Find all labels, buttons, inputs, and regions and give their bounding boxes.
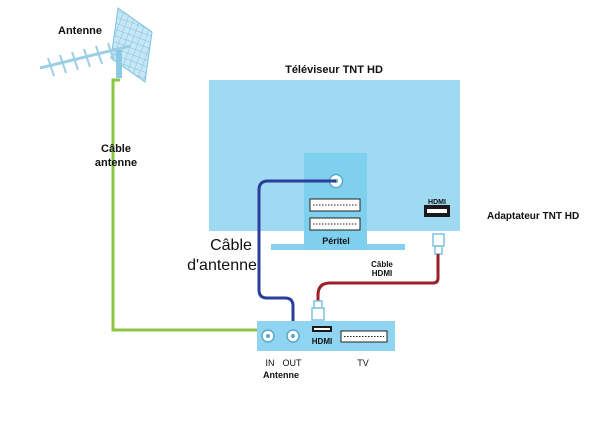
tv-scart-socket-1-icon xyxy=(309,198,361,212)
tv-cable-label-2: d'antenne xyxy=(187,257,257,274)
hdmi-cable xyxy=(316,254,440,305)
hdmi-cable-label-2: HDMI xyxy=(372,269,392,278)
tv-scart-socket-2-icon xyxy=(309,217,361,231)
antenna-cable-label-1: Câble xyxy=(101,143,131,155)
port-out-label: OUT xyxy=(283,358,303,368)
antenna-icon xyxy=(39,7,153,83)
hdmi-plug-bottom-icon xyxy=(311,300,325,321)
antenna-out-socket-icon xyxy=(286,329,300,343)
tv-antenna-cable xyxy=(257,179,336,330)
tv-cable-label-1: Câble xyxy=(210,237,252,254)
tv-hdmi-label: HDMI xyxy=(428,199,446,206)
hdmi-plug-top-icon xyxy=(432,233,445,255)
adapter-title: Adaptateur TNT HD xyxy=(487,211,579,222)
adapter-scart-socket-icon xyxy=(340,330,388,343)
adapter-hdmi-label: HDMI xyxy=(312,337,332,346)
antenna-cable xyxy=(111,78,263,332)
peritel-label: Péritel xyxy=(322,236,350,246)
adapter-hdmi-port-icon xyxy=(312,326,332,332)
tv-title: Téléviseur TNT HD xyxy=(285,64,383,76)
antenna-cable-label-2: antenne xyxy=(95,157,137,169)
antenna-in-socket-icon xyxy=(261,329,275,343)
hdmi-cable-label-1: Câble xyxy=(371,260,393,269)
antenna-label: Antenne xyxy=(58,25,102,37)
ports-caption: Antenne xyxy=(263,370,299,380)
tv-hdmi-port-icon xyxy=(424,205,450,217)
adapter-rear-panel: HDMI xyxy=(257,321,395,351)
tv-caption: TV xyxy=(357,358,369,368)
port-in-label: IN xyxy=(266,358,275,368)
television: Péritel HDMI xyxy=(209,80,460,250)
